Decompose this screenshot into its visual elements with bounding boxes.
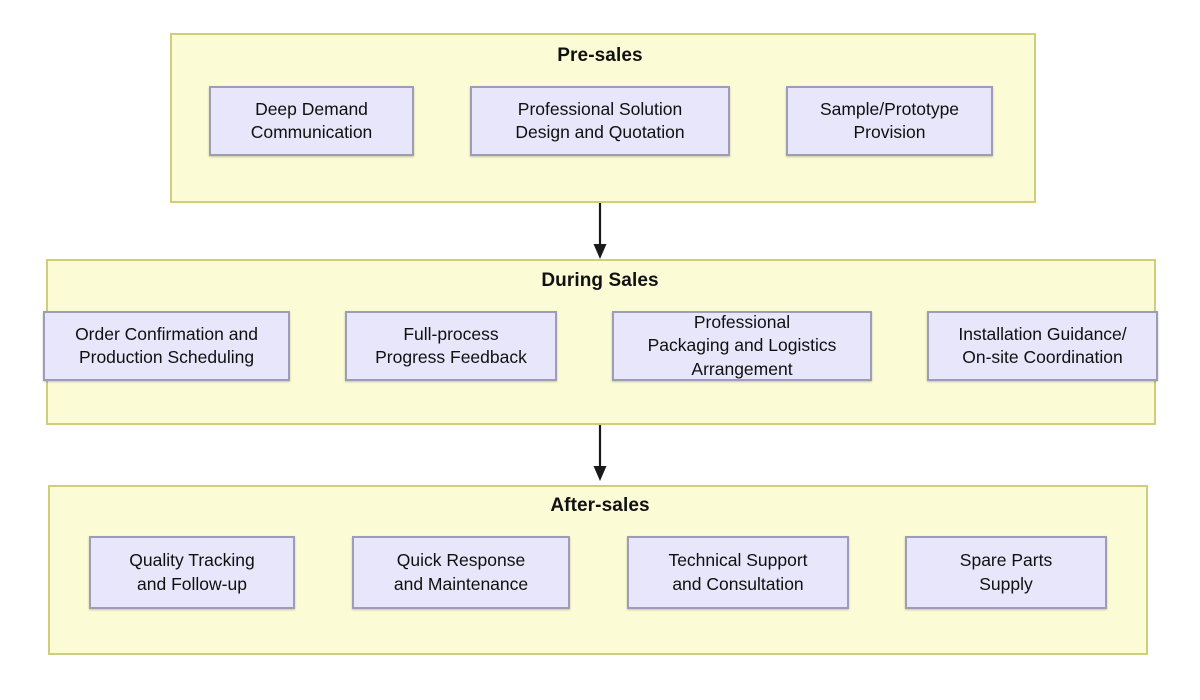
item-line: Arrangement bbox=[691, 358, 793, 379]
item-line: Communication bbox=[250, 122, 373, 142]
item-line: Design and Quotation bbox=[515, 122, 685, 142]
item-line: Installation Guidance/ bbox=[958, 323, 1127, 344]
item-line: Supply bbox=[979, 573, 1033, 594]
item-technical-support-and-consultation[interactable]: Technical Support and Consultation bbox=[627, 536, 849, 609]
item-professional-solution-design-and-quotation[interactable]: Professional Solution Design and Quotati… bbox=[470, 86, 730, 156]
item-line: Technical Support bbox=[668, 550, 808, 571]
item-sample-prototype-provision[interactable]: Sample/Prototype Provision bbox=[786, 86, 993, 156]
item-full-process-progress-feedback[interactable]: Full-process Progress Feedback bbox=[345, 311, 557, 381]
item-deep-demand-communication[interactable]: Deep Demand Communication bbox=[209, 86, 414, 156]
item-line: Production Scheduling bbox=[78, 347, 255, 367]
item-line: Order Confirmation and bbox=[75, 323, 258, 344]
item-line: Sample/Prototype bbox=[819, 98, 960, 119]
item-line: Packaging and Logistics bbox=[647, 335, 837, 356]
item-spare-parts-supply[interactable]: Spare Parts Supply bbox=[905, 536, 1107, 609]
item-line: Spare Parts bbox=[959, 550, 1053, 571]
item-line: Professional bbox=[693, 312, 791, 333]
item-line: Provision bbox=[853, 122, 926, 142]
item-quick-response-and-maintenance[interactable]: Quick Response and Maintenance bbox=[352, 536, 570, 609]
item-line: and Follow-up bbox=[137, 573, 247, 594]
item-line: Quick Response bbox=[396, 550, 526, 571]
arrow-pre-sales-to-during-sales bbox=[593, 203, 607, 259]
item-installation-guidance-on-site-coordination[interactable]: Installation Guidance/ On-site Coordinat… bbox=[927, 311, 1158, 381]
arrow-during-sales-to-after-sales bbox=[593, 425, 607, 481]
item-quality-tracking-and-follow-up[interactable]: Quality Tracking and Follow-up bbox=[89, 536, 295, 609]
item-line: Deep Demand bbox=[255, 98, 368, 119]
item-line: Progress Feedback bbox=[375, 347, 527, 367]
item-line: On-site Coordination bbox=[962, 347, 1123, 367]
stage-title-pre-sales: Pre-sales bbox=[557, 45, 643, 66]
stage-title-after-sales: After-sales bbox=[550, 495, 650, 516]
item-line: Full-process bbox=[403, 323, 499, 344]
item-line: Professional Solution bbox=[517, 98, 683, 119]
item-line: and Maintenance bbox=[393, 573, 529, 594]
stage-title-during-sales: During Sales bbox=[541, 270, 659, 291]
item-line: Quality Tracking bbox=[129, 550, 255, 571]
item-order-confirmation-and-production-scheduling[interactable]: Order Confirmation and Production Schedu… bbox=[43, 311, 290, 381]
item-professional-packaging-and-logistics-arrangement[interactable]: Professional Packaging and Logistics Arr… bbox=[612, 311, 872, 381]
item-line: and Consultation bbox=[672, 573, 804, 594]
